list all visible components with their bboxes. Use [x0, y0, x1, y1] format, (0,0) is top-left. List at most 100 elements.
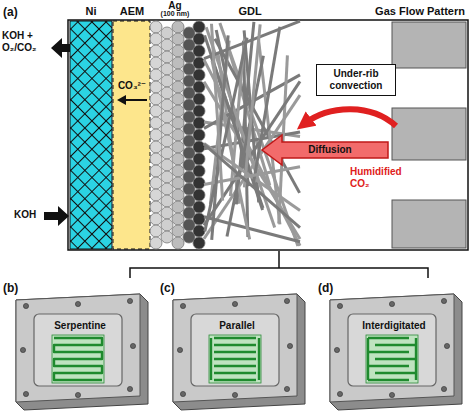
catalyst-particle: [161, 51, 173, 63]
catalyst-particle: [172, 141, 184, 153]
catalyst-particle: [150, 213, 162, 225]
catalyst-particle: [161, 123, 173, 135]
callout-text: Under-rib convection: [321, 68, 391, 92]
catalyst-particle: [193, 33, 205, 45]
catalyst-particle: [193, 201, 205, 213]
catalyst-particle: [193, 93, 205, 105]
catalyst-particle: [172, 237, 184, 249]
catalyst-particle: [172, 177, 184, 189]
catalyst-particle: [193, 117, 205, 129]
bolt-hole: [177, 347, 182, 352]
catalyst-particle: [172, 153, 184, 165]
flow-field-rib: [392, 200, 466, 248]
catalyst-particle: [172, 117, 184, 129]
catalyst-particle: [193, 105, 205, 117]
label: (d): [318, 282, 333, 296]
bolt-hole: [232, 301, 237, 306]
catalyst-particle: [161, 87, 173, 99]
catalyst-particle: [150, 177, 162, 189]
label: (100 nm): [161, 10, 190, 18]
flow-plate: Serpentine: [6, 292, 154, 412]
bolt-hole: [389, 392, 394, 397]
catalyst-particle: [193, 21, 205, 33]
label: (a): [3, 6, 18, 20]
catalyst-particle: [161, 183, 173, 195]
bolt-hole: [337, 303, 342, 308]
catalyst-particle: [150, 129, 162, 141]
ion-transport-arrowhead: [117, 95, 126, 105]
catalyst-particle: [150, 57, 162, 69]
catalyst-particle: [150, 237, 162, 249]
flow-plate: Parallel: [163, 292, 311, 412]
plate-drawing: [320, 292, 468, 412]
label: KOH + O₂/CO₂: [2, 30, 48, 53]
catalyst-particle: [150, 117, 162, 129]
bolt-hole: [287, 343, 292, 348]
catalyst-particle: [161, 231, 173, 243]
catalyst-particle: [161, 111, 173, 123]
catalyst-particle: [172, 225, 184, 237]
label: (c): [160, 282, 175, 296]
bolt-hole: [75, 301, 80, 306]
flow-field-rib: [392, 108, 466, 160]
catalyst-particle: [193, 69, 205, 81]
plate-face: [330, 294, 454, 402]
label: Humidified CO₂: [350, 166, 398, 189]
nickel-mesh: [70, 21, 112, 249]
bolt-hole: [284, 298, 289, 303]
anion-exchange-membrane: [113, 21, 150, 249]
catalyst-particle: [150, 189, 162, 201]
carbon-fiber: [204, 21, 300, 58]
flow-plate: Interdigitated: [320, 292, 468, 412]
flow-channels: [54, 338, 102, 380]
inlet-arrow: [44, 206, 69, 226]
bolt-hole: [284, 386, 289, 391]
pattern-name: Serpentine: [54, 320, 106, 332]
label: Gas Flow Pattern: [375, 5, 465, 18]
catalyst-particle: [193, 237, 205, 249]
plate-edge: [330, 294, 462, 410]
bolt-hole: [232, 392, 237, 397]
ion-transport-arrow: [124, 99, 147, 101]
catalyst-particle: [193, 225, 205, 237]
catalyst-particle: [193, 45, 205, 57]
plate-edge: [16, 294, 148, 410]
bolt-hole: [23, 391, 28, 396]
catalyst-particle: [161, 39, 173, 51]
catalyst-particle: [150, 69, 162, 81]
label: GDL: [238, 5, 261, 18]
bolt-hole: [444, 343, 449, 348]
active-area: [366, 335, 418, 383]
pattern-name: Parallel: [219, 320, 255, 332]
active-area: [52, 335, 104, 383]
carbon-fiber: [211, 24, 222, 201]
catalyst-particle: [161, 135, 173, 147]
catalyst-particle: [161, 63, 173, 75]
catalyst-particle: [161, 75, 173, 87]
callout-box: Under-rib convection: [316, 64, 396, 96]
catalyst-particle: [161, 219, 173, 231]
catalyst-particle: [150, 81, 162, 93]
catalyst-particle: [172, 69, 184, 81]
catalyst-particle: [172, 189, 184, 201]
catalyst-particle: [193, 177, 205, 189]
bolt-hole: [180, 391, 185, 396]
catalyst-particle: [193, 129, 205, 141]
catalyst-particle: [172, 33, 184, 45]
gasket-recess: [191, 314, 279, 386]
carbon-fiber: [220, 23, 298, 246]
plate-drawing: [6, 292, 154, 412]
bolt-hole: [127, 386, 132, 391]
bolt-hole: [441, 298, 446, 303]
catalyst-particle: [150, 21, 162, 33]
catalyst-particle: [161, 27, 173, 39]
catalyst-particle: [161, 195, 173, 207]
bolt-hole: [441, 386, 446, 391]
label: Ag: [168, 0, 181, 12]
catalyst-particle: [150, 105, 162, 117]
catalyst-particle: [193, 153, 205, 165]
label: CO₃²⁻: [118, 80, 146, 92]
plate-face: [173, 294, 297, 402]
catalyst-particle: [172, 165, 184, 177]
label: KOH: [14, 209, 36, 221]
